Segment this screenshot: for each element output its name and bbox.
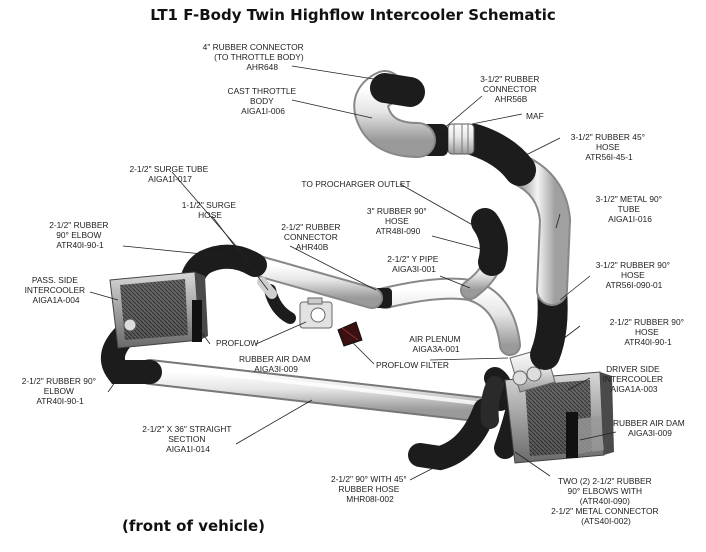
label-rubber-air-dam-right: RUBBER AIR DAM AIGA3I-009 <box>613 418 687 438</box>
label-y-pipe: 2-1/2" Y PIPE AIGA3I-001 <box>387 254 440 274</box>
label-proflow: PROFLOW <box>216 338 258 348</box>
label-rubber-45-hose: 3-1/2" RUBBER 45° HOSE ATR56I-45-1 <box>571 132 648 162</box>
label-passenger-intercooler: PASS. SIDE INTERCOOLER AIGA1A-004 <box>25 275 88 305</box>
label-procharger-outlet: TO PROCHARGER OUTLET <box>301 179 410 189</box>
diagram-title: LT1 F-Body Twin Highflow Intercooler Sch… <box>150 6 556 24</box>
rubber-connector-4in <box>370 73 425 107</box>
straight-section-pipe <box>137 359 498 423</box>
label-air-plenum: AIR PLENUM AIGA3A-001 <box>409 334 463 354</box>
rubber-45-hose <box>459 124 536 186</box>
label-rubber-90-hose-2-5: 2-1/2" RUBBER 90° HOSE ATR40I-90-1 <box>610 317 687 347</box>
rubber-air-dam-left <box>192 300 202 342</box>
label-maf: MAF <box>526 111 544 121</box>
label-rubber-air-dam-left: RUBBER AIR DAM AIGA3I-009 <box>239 354 313 374</box>
label-straight-section: 2-1/2" X 36" STRAIGHT SECTION AIGA1I-014 <box>142 424 233 454</box>
passenger-side-intercooler <box>109 271 208 349</box>
label-rubber-90-hose-3-5: 3-1/2" RUBBER 90° HOSE ATR56I-090-01 <box>596 260 673 290</box>
maf-sensor <box>447 123 475 155</box>
metal-90-tube <box>504 154 572 306</box>
rubber-elbow-pair-b <box>480 376 504 429</box>
label-rubber-hose-90-45: 2-1/2" 90° WITH 45° RUBBER HOSE MHR08I-0… <box>331 474 409 504</box>
label-surge-tube: 2-1/2" SURGE TUBE AIGA1I-017 <box>129 164 210 184</box>
label-rubber-connector-3-5: 3-1/2" RUBBER CONNECTOR AHR56B <box>480 74 542 104</box>
leader-lines <box>89 65 617 481</box>
label-rubber-connector-2-5: 2-1/2" RUBBER CONNECTOR AHR40B <box>281 222 343 252</box>
label-rubber-90-hose-3in: 3" RUBBER 90° HOSE ATR48I-090 <box>367 206 429 236</box>
label-two-elbows: TWO (2) 2-1/2" RUBBER 90° ELBOWS WITH (A… <box>551 476 661 526</box>
label-proflow-filter: PROFLOW FILTER <box>376 360 449 370</box>
front-of-vehicle-caption: (front of vehicle) <box>122 517 266 535</box>
rubber-air-dam-right <box>566 412 578 458</box>
surge-tube <box>244 254 383 309</box>
label-surge-hose: 1-1/2" SURGE HOSE <box>182 200 239 220</box>
proflow-valve <box>299 297 333 329</box>
label-metal-90-tube: 3-1/2" METAL 90° TUBE AIGA1I-016 <box>596 194 665 224</box>
label-driver-intercooler: DRIVER SIDE INTERCOOLER AIGA1A-003 <box>603 364 666 394</box>
label-rubber-90-elbow-bottom: 2-1/2" RUBBER 90° ELBOW ATR40I-90-1 <box>22 376 99 406</box>
proflow-filter <box>337 321 363 347</box>
label-rubber-90-elbow-left: 2-1/2" RUBBER 90° ELBOW ATR40I-90-1 <box>49 220 111 250</box>
label-cast-throttle-body: CAST THROTTLE BODY AIGA1I-006 <box>228 86 299 116</box>
label-rubber-connector-4in: 4" RUBBER CONNECTOR (TO THROTTLE BODY) A… <box>203 42 306 72</box>
rubber-90-hose-3in <box>471 208 508 276</box>
